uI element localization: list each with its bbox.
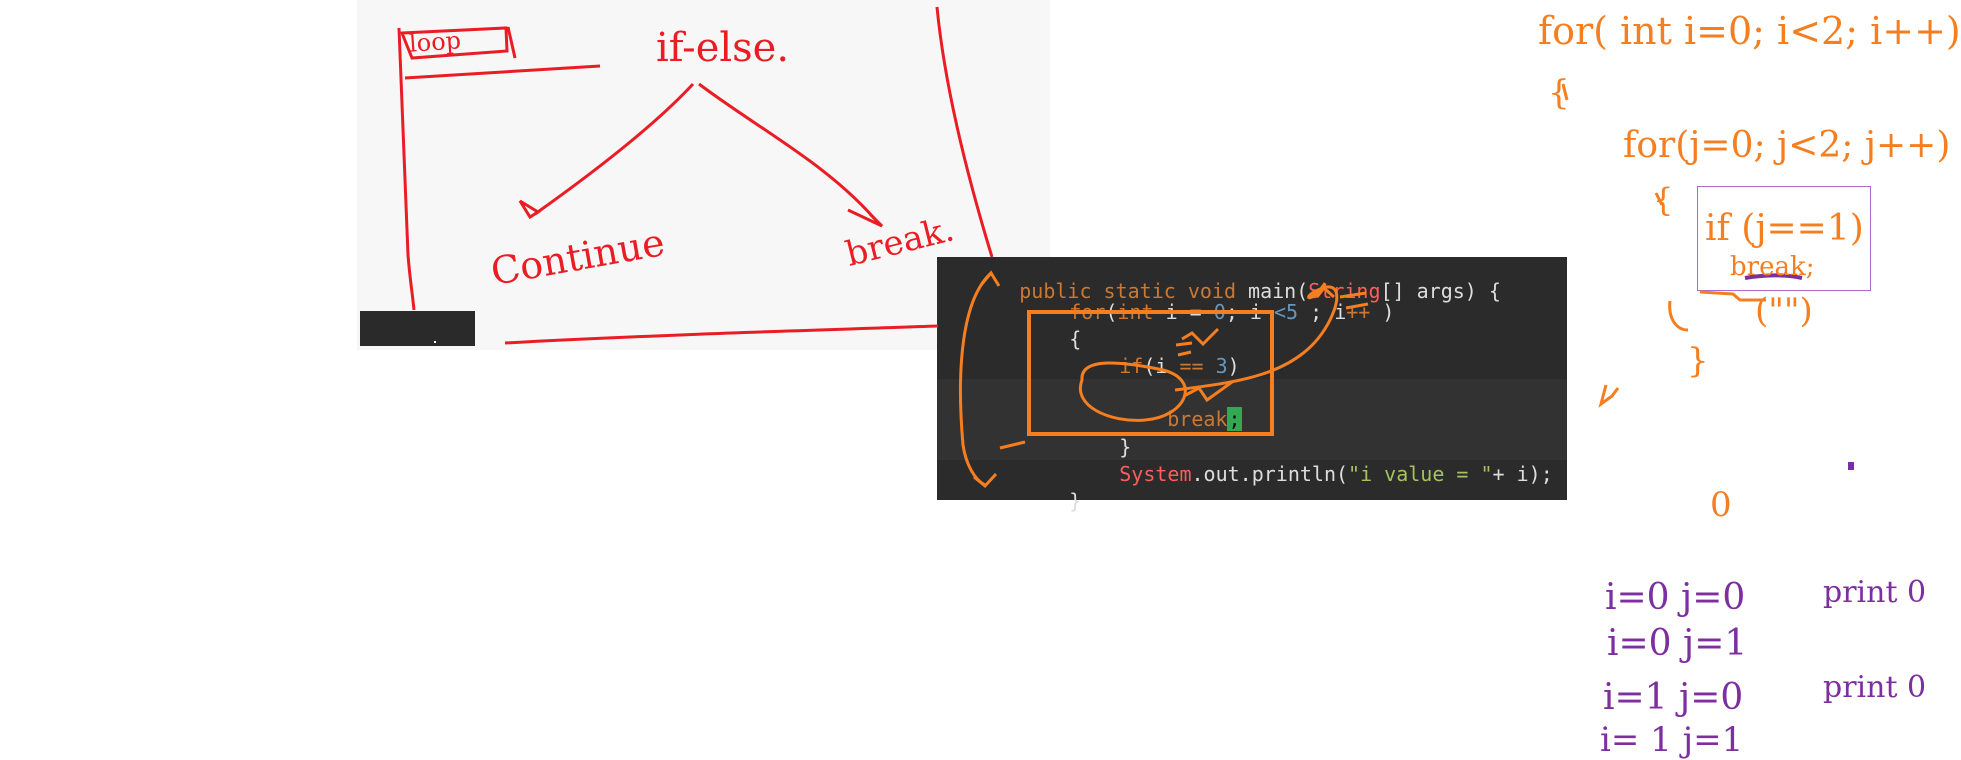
code-print-tail: + i); [1492,462,1553,486]
inner-for-note: for(j=0; j<2; j++) [1623,125,1951,166]
code-zero: 0 [1213,300,1226,324]
whiteboard-canvas: public static void main(String[] args) {… [360,6,1961,757]
code-string-literal: "i value = " [1348,462,1493,486]
row1-left: i=0 j=0 [1605,577,1746,618]
code-close-brace: } [1069,489,1082,513]
row4-note: i= 1 j=1 [1600,720,1744,760]
code-eqeq: == [1179,354,1204,378]
code-three: 3 [1203,354,1228,378]
orange-print-swirl [1668,300,1689,332]
code-break-keyword: break [1167,407,1228,431]
inner-brace-note: { [1653,181,1674,219]
row2-note: i=0 j=1 [1607,623,1748,664]
code-line-print: System.out.println("i value = "+ i); [1047,434,1553,515]
code-out-println: .out.println( [1191,462,1349,486]
zero-note: 0 [1710,485,1732,525]
code-screenshot: public static void main(String[] args) {… [937,257,1567,513]
code-if-rest-2: ) [1227,354,1240,378]
orange-side-mark [1598,384,1620,408]
break-note: break; [1730,252,1815,282]
code-for-rest-2: i = [1153,300,1214,324]
row1-right: print 0 [1823,575,1927,610]
code-for-rest-4: ; i [1298,300,1347,324]
black-rectangle [360,311,475,346]
row3-left: i=1 j=0 [1603,677,1744,718]
outer-for-note: for( int i=0; i<2; i++) [1538,9,1961,53]
if-j-note: if (j==1) [1705,208,1864,249]
code-for-rest-5: ) [1370,300,1395,324]
code-if-rest-1: (i [1143,354,1180,378]
code-line-close-brace: } [997,461,1081,542]
left-title: if-else. [656,25,790,71]
code-inner-close-brace: } [1119,435,1132,459]
white-dot [434,341,436,343]
print-stub-note: ("") [1755,291,1813,331]
code-line-inner-close: } [1047,407,1131,488]
code-for-rest-3: ; i [1225,300,1274,324]
code-system: System [1119,462,1192,486]
code-args: [] args) { [1380,279,1501,303]
purple-dot-mark [1848,462,1854,470]
code-plusplus: ++ [1346,300,1371,324]
code-lt5: <5 [1273,300,1299,324]
outer-brace-note: { [1548,73,1570,113]
code-for-rest-1: ( [1105,300,1118,324]
close-brace-note: } [1687,341,1709,381]
code-break-semicolon: ; [1227,407,1242,431]
code-int-keyword: int [1117,300,1154,324]
row3-right: print 0 [1823,670,1927,705]
loop-label: loop [408,26,462,58]
